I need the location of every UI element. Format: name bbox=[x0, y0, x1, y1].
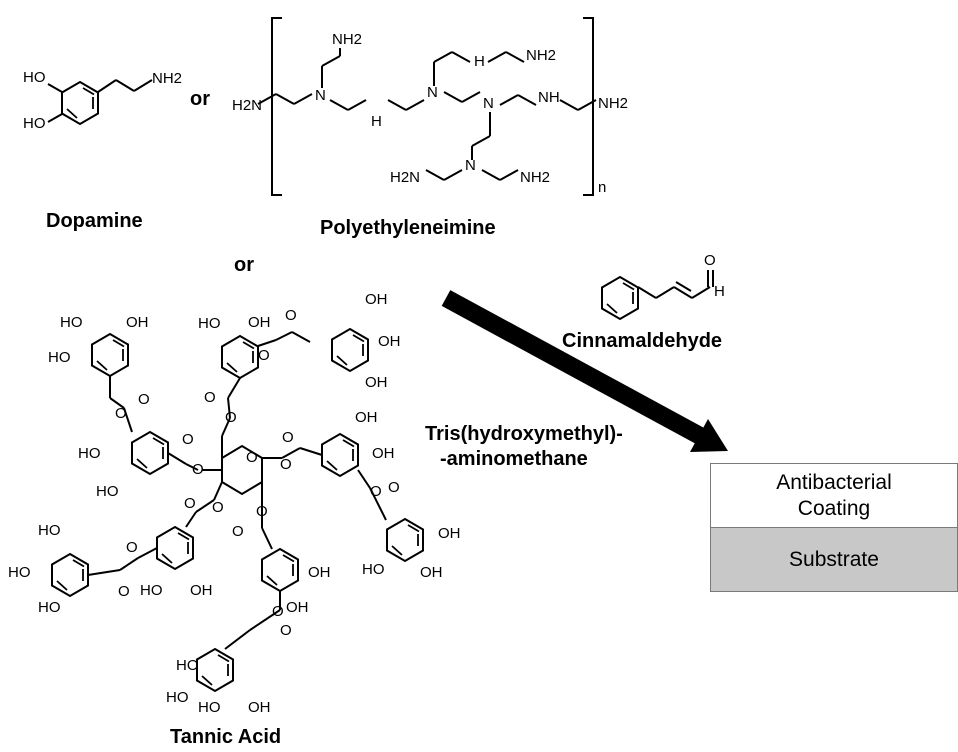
pei-nh2-top-right: NH2 bbox=[526, 47, 557, 64]
ta-ho-1: HO bbox=[60, 314, 83, 331]
tannic-acid-label: Tannic Acid bbox=[170, 726, 282, 748]
ta-ho-6: HO bbox=[362, 561, 385, 578]
pei-brackets bbox=[271, 17, 594, 196]
ta-oh-1: OH bbox=[126, 314, 149, 331]
ta-ho-5: HO bbox=[96, 483, 119, 500]
dopamine-ho-bottom: HO bbox=[23, 115, 46, 132]
reaction-arrow bbox=[441, 290, 728, 452]
substrate-label: Substrate bbox=[789, 547, 879, 571]
ta-o-20: O bbox=[272, 603, 284, 620]
ta-o-3: O bbox=[285, 307, 297, 324]
ta-ho-13: HO bbox=[198, 699, 221, 716]
cinnamaldehyde-h: H bbox=[714, 283, 725, 300]
ta-oh-11: OH bbox=[308, 564, 331, 581]
ta-oh-10: OH bbox=[190, 582, 213, 599]
pei-structure bbox=[257, 48, 597, 181]
ta-o-4: O bbox=[258, 347, 270, 364]
cinnamaldehyde-structure bbox=[601, 270, 714, 320]
ta-oh-5: OH bbox=[365, 374, 388, 391]
ta-o-10: O bbox=[282, 429, 294, 446]
cinnamaldehyde-label: Cinnamaldehyde bbox=[562, 330, 723, 352]
ta-ho-7: HO bbox=[38, 522, 61, 539]
tris-line-2: -aminomethane bbox=[440, 448, 588, 470]
pei-nh-2: H bbox=[474, 53, 485, 70]
ta-o-1: O bbox=[138, 391, 150, 408]
ta-o-14: O bbox=[184, 495, 196, 512]
pei-nh2-right: NH2 bbox=[598, 95, 629, 112]
ta-oh-4: OH bbox=[378, 333, 401, 350]
ta-ho-2: HO bbox=[48, 349, 71, 366]
dopamine-label: Dopamine bbox=[46, 210, 143, 232]
dopamine-ho-top: HO bbox=[23, 69, 46, 86]
pei-n4: N bbox=[465, 157, 476, 174]
ta-oh-13: OH bbox=[248, 699, 271, 716]
ta-o-16: O bbox=[256, 503, 268, 520]
ta-o-12: O bbox=[370, 483, 382, 500]
coating-label-line1: Antibacterial bbox=[776, 471, 892, 495]
ta-o-17: O bbox=[232, 523, 244, 540]
connector-or-1: or bbox=[190, 88, 210, 110]
dopamine-structure bbox=[47, 79, 153, 125]
pei-nh-3: NH bbox=[538, 89, 560, 106]
pei-h2n-bottom: H2N bbox=[390, 169, 421, 186]
ta-o-19: O bbox=[126, 539, 138, 556]
ta-ho-12: HO bbox=[166, 689, 189, 706]
pei-nh2-bottom: NH2 bbox=[520, 169, 551, 186]
antibacterial-coating-layer: Antibacterial Coating bbox=[710, 463, 958, 528]
ta-ho-8: HO bbox=[8, 564, 31, 581]
ta-o-21: O bbox=[280, 622, 292, 639]
tannic-acid-structure bbox=[51, 328, 424, 692]
dopamine-nh2: NH2 bbox=[152, 70, 183, 87]
ta-ho-11: HO bbox=[176, 657, 199, 674]
pei-n1: N bbox=[315, 87, 326, 104]
pei-n2: N bbox=[427, 84, 438, 101]
substrate-layer: Substrate bbox=[710, 527, 958, 592]
connector-or-2: or bbox=[234, 254, 254, 276]
ta-o-11: O bbox=[280, 456, 292, 473]
coating-label-line2: Coating bbox=[797, 496, 871, 520]
ta-o-15: O bbox=[212, 499, 224, 516]
ta-oh-8: OH bbox=[438, 525, 461, 542]
ta-o-13: O bbox=[388, 479, 400, 496]
ta-oh-12: OH bbox=[286, 599, 309, 616]
tris-line-1: Tris(hydroxymethyl)- bbox=[425, 423, 623, 445]
ta-ho-3: HO bbox=[198, 315, 221, 332]
cinnamaldehyde-o: O bbox=[704, 252, 716, 269]
ta-o-2: O bbox=[115, 405, 127, 422]
ta-ho-4: HO bbox=[78, 445, 101, 462]
ta-o-8: O bbox=[192, 461, 204, 478]
pei-n3: N bbox=[483, 95, 494, 112]
ta-ho-9: HO bbox=[38, 599, 61, 616]
ta-o-7: O bbox=[182, 431, 194, 448]
ta-oh-7: OH bbox=[372, 445, 395, 462]
ta-o-5: O bbox=[204, 389, 216, 406]
pei-nh-1: H bbox=[371, 113, 382, 130]
ta-o-6: O bbox=[225, 409, 237, 426]
pei-h2n-left: H2N bbox=[232, 97, 263, 114]
pei-nh2-top: NH2 bbox=[332, 31, 363, 48]
ta-oh-6: OH bbox=[355, 409, 378, 426]
ta-ho-10: HO bbox=[140, 582, 163, 599]
pei-repeat-n: n bbox=[598, 179, 607, 196]
ta-o-18: O bbox=[118, 583, 130, 600]
ta-o-9: O bbox=[246, 449, 258, 466]
ta-oh-2: OH bbox=[248, 314, 271, 331]
pei-label: Polyethyleneimine bbox=[320, 217, 496, 239]
ta-oh-3: OH bbox=[365, 291, 388, 308]
ta-oh-9: OH bbox=[420, 564, 443, 581]
